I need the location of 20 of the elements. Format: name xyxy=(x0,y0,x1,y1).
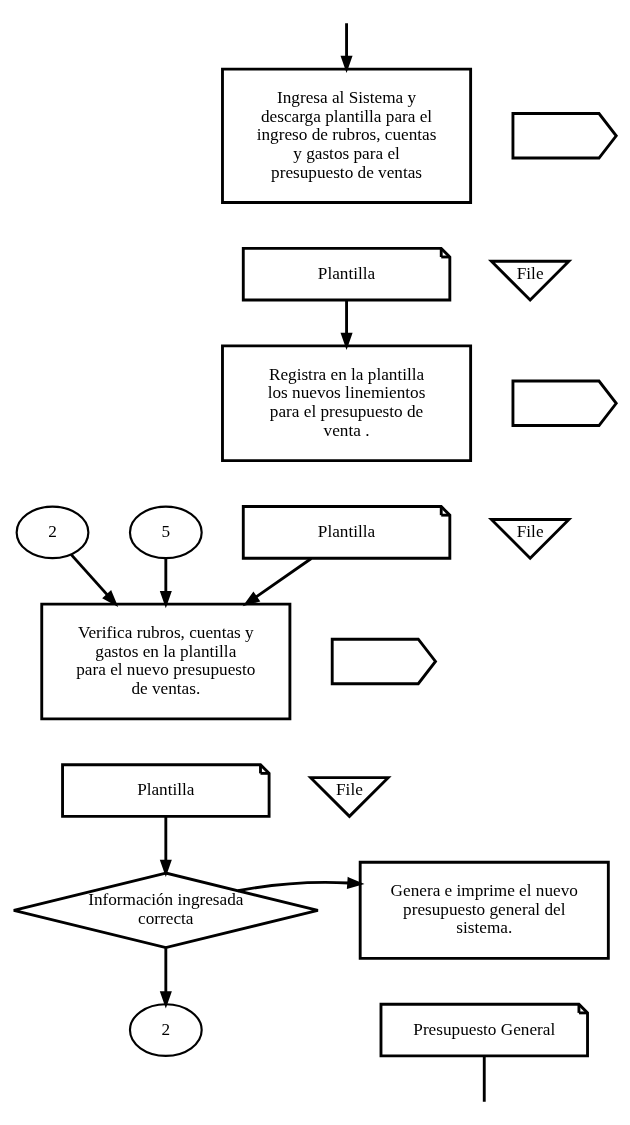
node-ellipse: 5 xyxy=(128,505,203,560)
node-display xyxy=(330,637,438,686)
arrow xyxy=(340,300,353,350)
node-box: Registra en la plantilla los nuevos linemientos para el presupuesto de venta . xyxy=(221,344,473,463)
arrow xyxy=(340,23,353,73)
node-box: Genera e imprime el nuevo presupuesto general del sistema. xyxy=(358,860,610,960)
node-diamond: Información ingresada correcta xyxy=(12,871,320,950)
node-display xyxy=(511,379,619,427)
arrow xyxy=(159,816,172,877)
node-ellipse: 2 xyxy=(15,505,90,560)
node-box: Verifica rubros, cuentas y gastos en la plantilla para el nuevo presupuesto de ventas. xyxy=(40,602,292,721)
node-box: Ingresa al Sistema y descarga plantilla para el ingreso de rubros, cuentas y gastos para el presupuesto de ventas xyxy=(221,67,473,204)
arrow xyxy=(159,558,172,609)
connector xyxy=(482,1056,486,1102)
node-ellipse: 2 xyxy=(128,1003,203,1057)
arrow xyxy=(242,557,313,607)
arrow xyxy=(159,948,172,1009)
arrow xyxy=(70,553,119,607)
node-display xyxy=(511,112,619,160)
arrow xyxy=(237,876,365,893)
